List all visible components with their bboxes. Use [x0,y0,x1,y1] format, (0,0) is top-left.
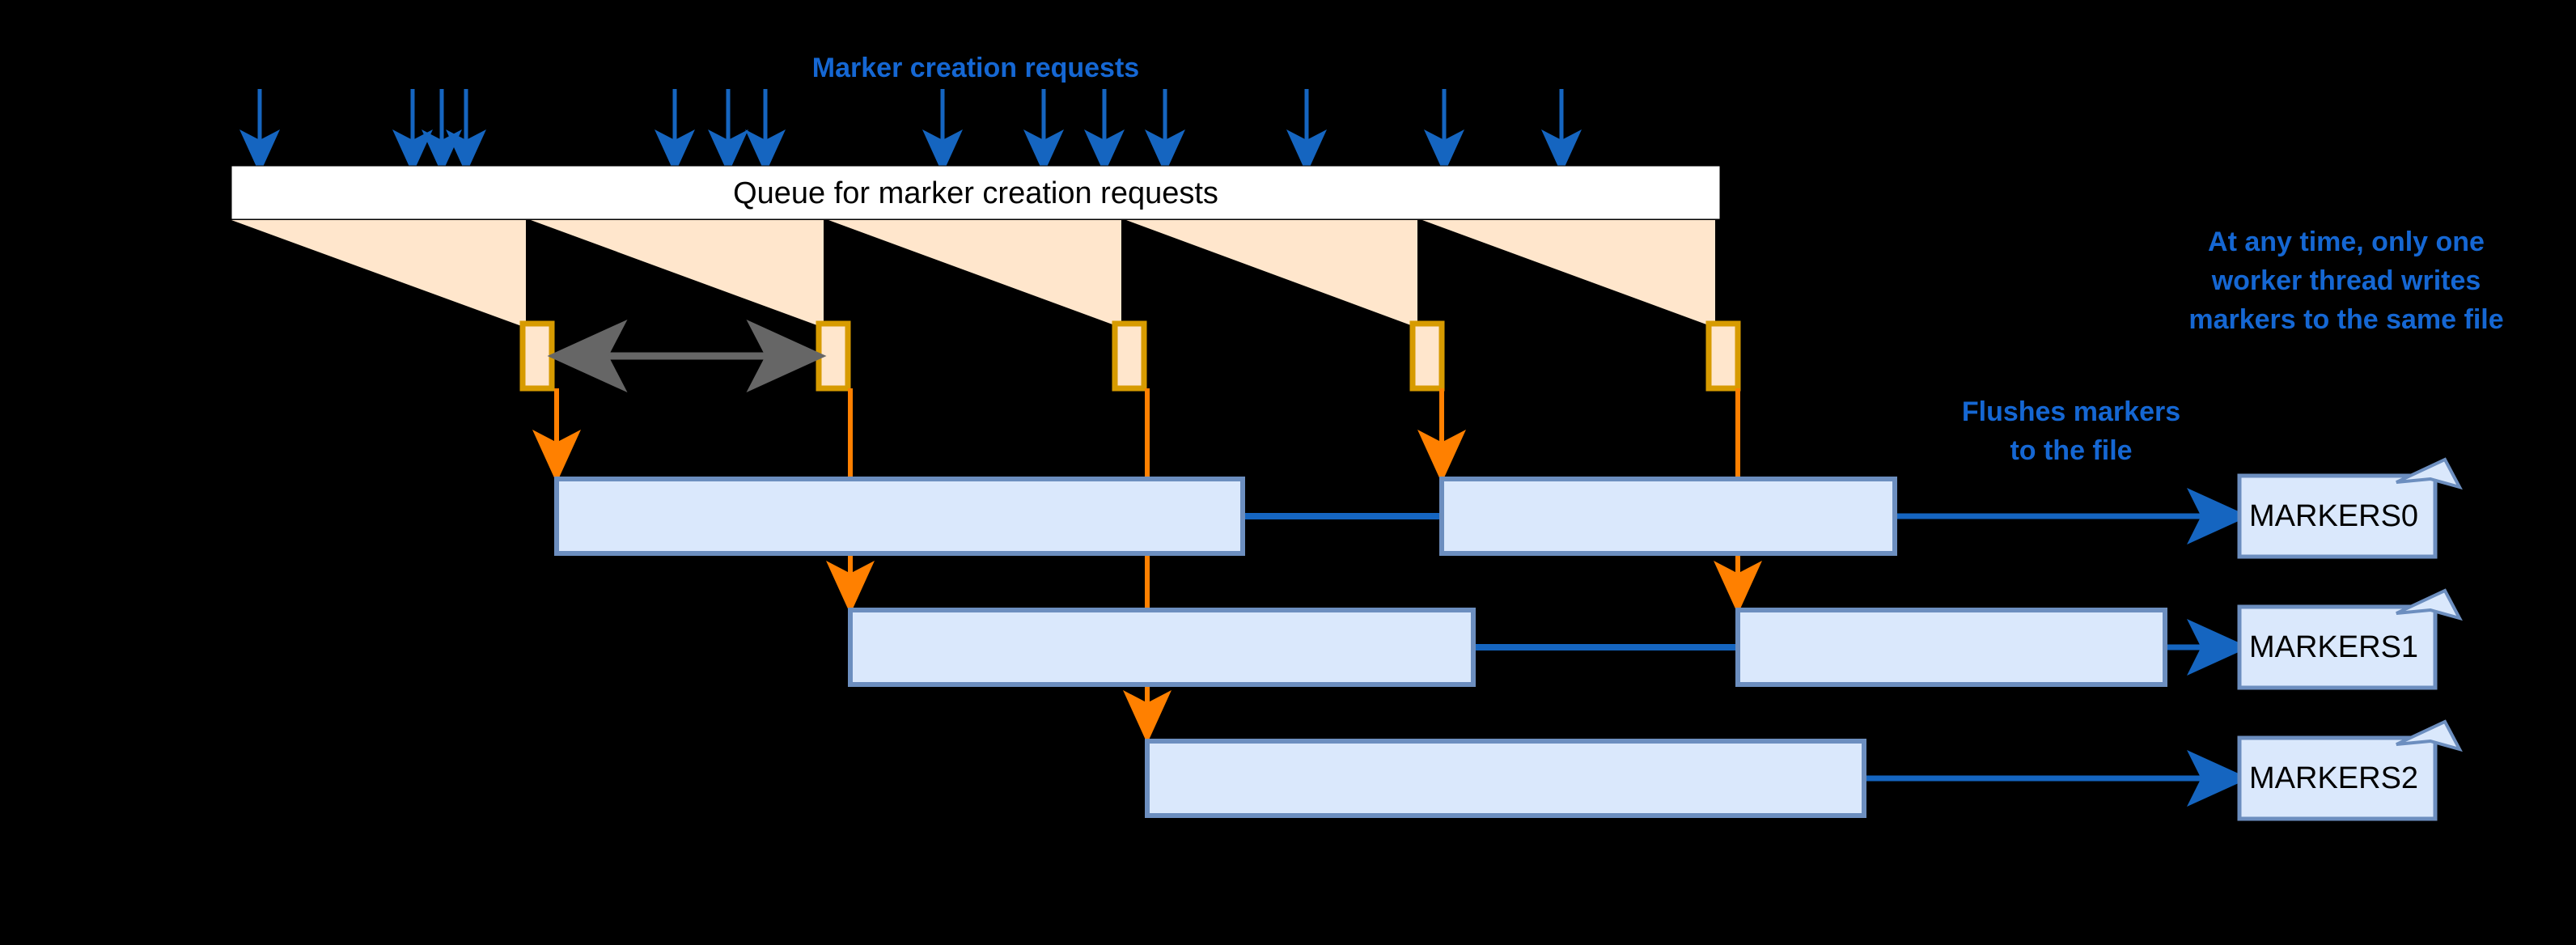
batch-box-3 [1409,320,1445,392]
worker-task-bar-0-a [554,477,1245,556]
marker-creation-requests-title: Marker creation requests [812,53,1139,83]
markers-file-2-body [2237,735,2438,821]
annotation-flush-line-0: Flushes markers [1962,396,2180,427]
batch-wedges [231,220,1715,328]
batch-wedge-2 [828,220,1121,328]
worker-task-bar-1-a [848,608,1476,687]
annotation-single-writer-line-1: worker thread writes [2211,265,2481,296]
batch-wedge-0 [231,220,526,328]
batch-wedge-3 [1126,220,1417,328]
batch-wedge-4 [1422,220,1715,328]
batch-box-4 [1705,320,1741,392]
worker-task-bar-2-a [1145,739,1866,818]
queue-bar-label: Queue for marker creation requests [733,176,1218,210]
batch-box-2 [1112,320,1147,392]
markers-file-0-label: MARKERS0 [2249,499,2418,533]
worker-task-bars [554,477,2167,818]
annotation-flush-line-1: to the file [2010,435,2132,466]
markers-file-1-body [2237,604,2438,690]
markers-file-0-body [2237,473,2438,559]
annotation-single-writer-line-0: At any time, only one [2208,227,2485,257]
markers-file-2-label: MARKERS2 [2249,761,2418,795]
markers-file-1: MARKERS1 [2237,588,2463,690]
marker-creation-request-arrows [239,89,1582,174]
annotation-flush: Flushes markers to the file [1962,396,2180,466]
batch-boundary-boxes [519,320,1741,392]
annotation-single-writer: At any time, only one worker thread write… [2188,227,2503,335]
markers-file-2: MARKERS2 [2237,719,2463,821]
annotation-single-writer-line-2: markers to the same file [2188,304,2503,335]
batch-box-0 [519,320,555,392]
worker-task-bar-1-b [1735,608,2167,687]
worker-task-bar-0-b [1439,477,1897,556]
markers-file-1-fold-icon [2396,588,2463,621]
markers-file-1-label: MARKERS1 [2249,630,2418,664]
worker-task-connectors [1243,513,1738,650]
batch-wedge-1 [531,220,824,328]
queue-bar [231,165,1721,220]
markers-file-2-fold-icon [2396,719,2463,752]
markers-file-0-fold-icon [2396,457,2463,490]
markers-file-0: MARKERS0 [2237,457,2463,559]
batch-box-1 [816,320,851,392]
request-queue: Queue for marker creation requests [231,165,1721,220]
flush-to-file-arrows [1864,488,2249,807]
